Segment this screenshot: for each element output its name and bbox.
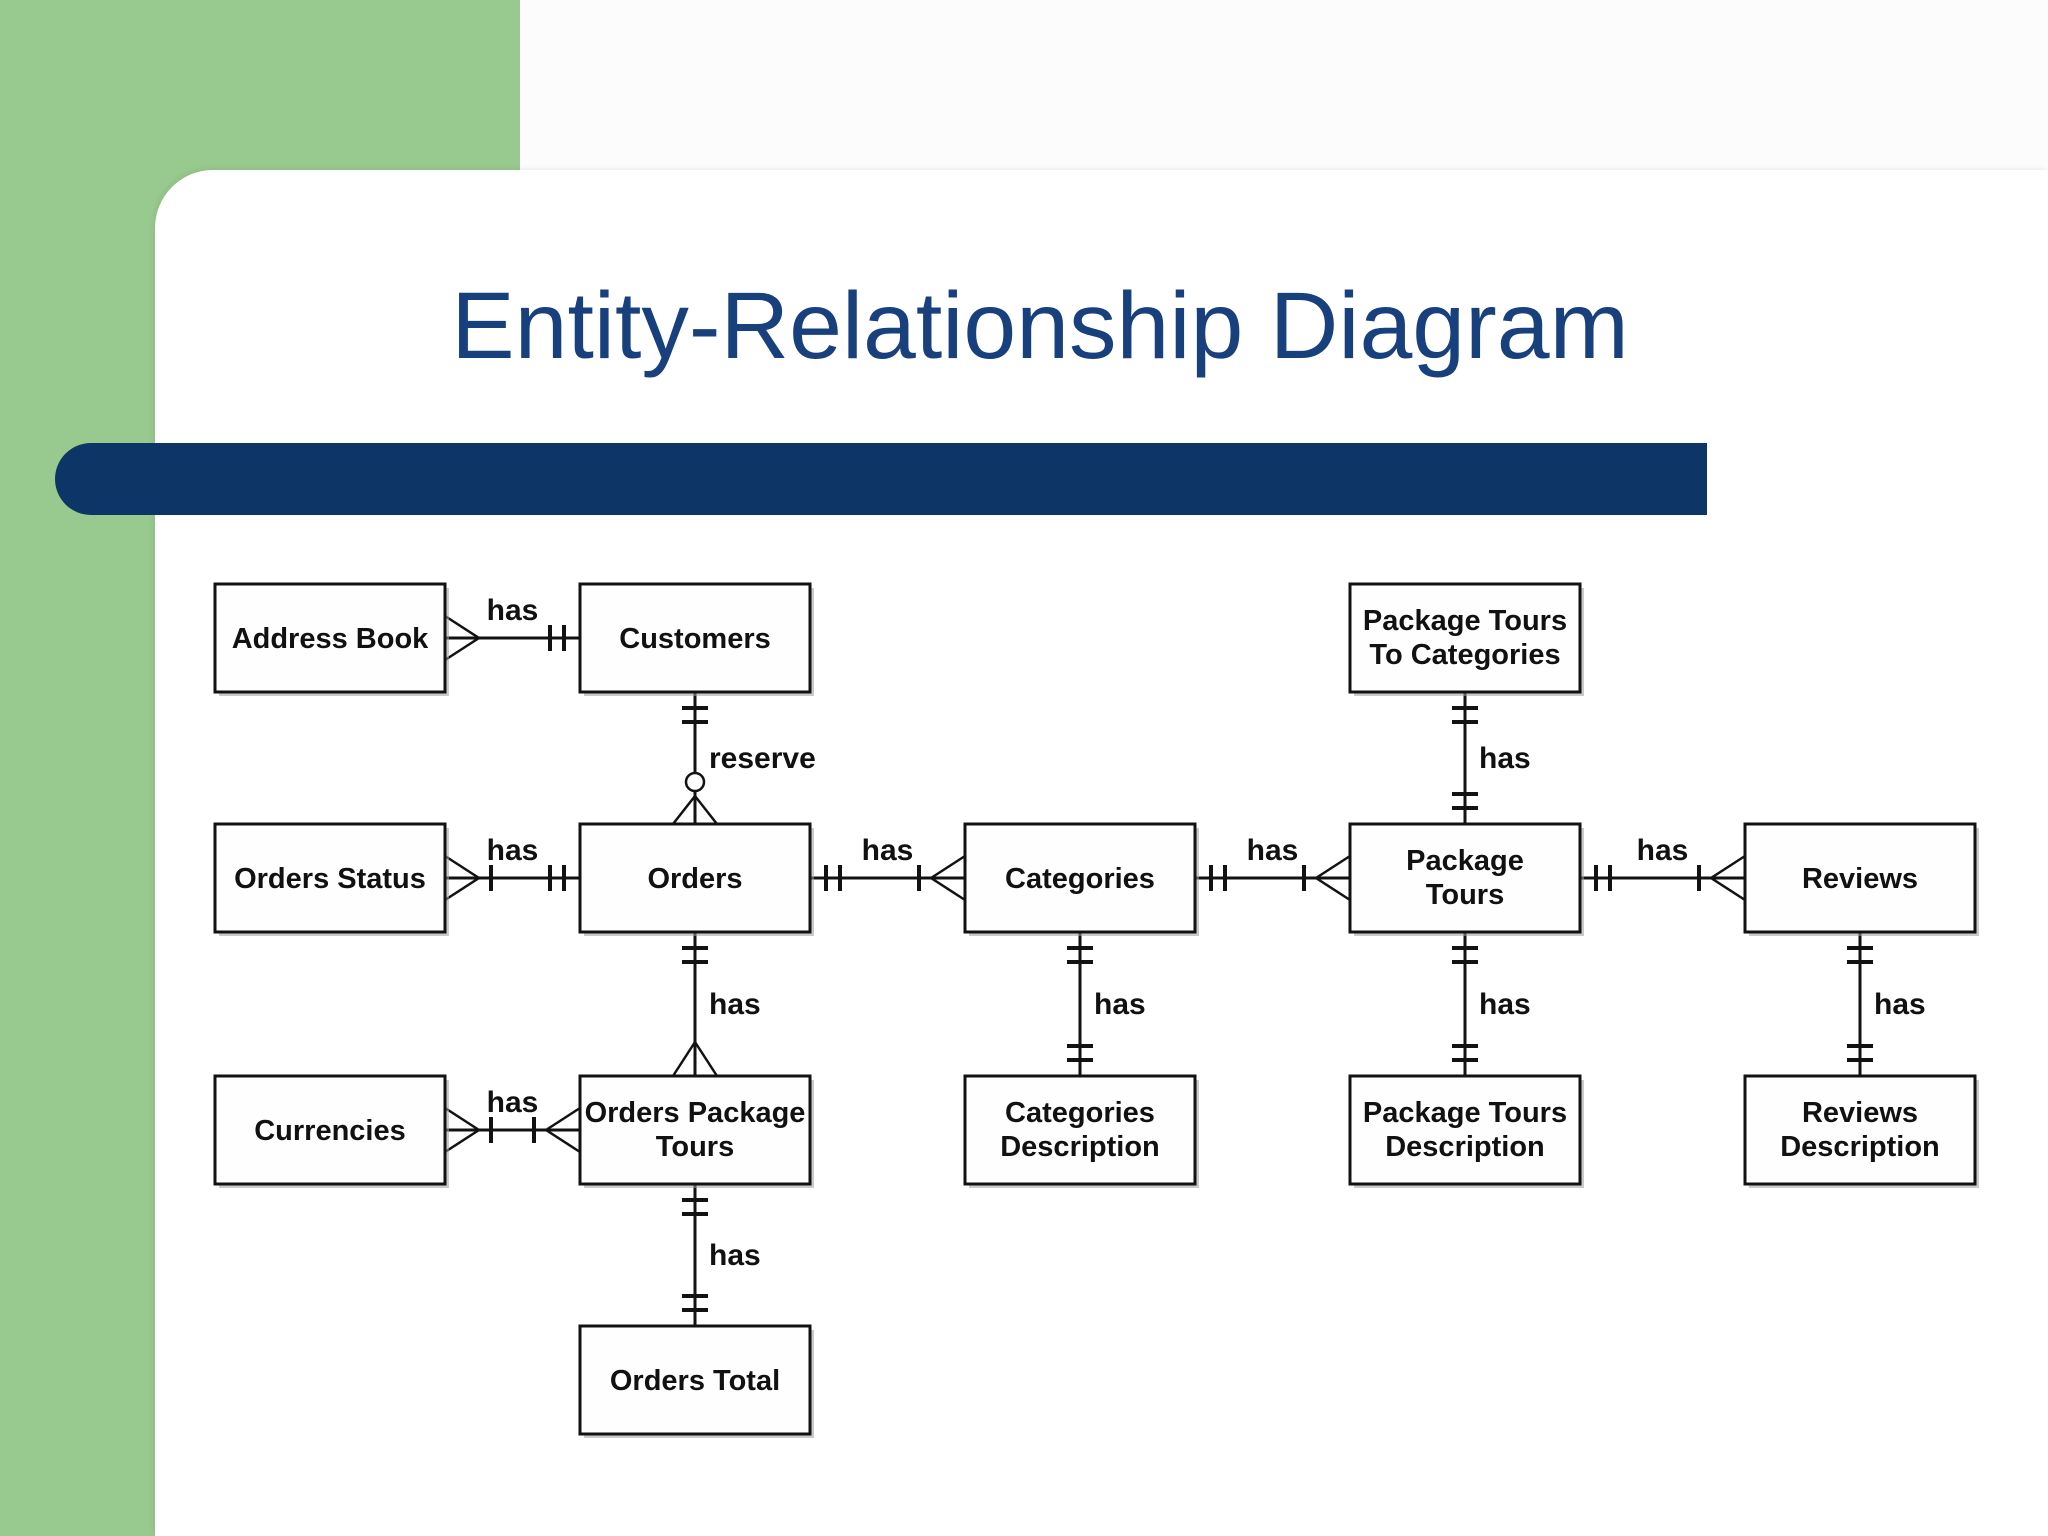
connector-orders-package-tours-orders-total: has	[682, 1184, 761, 1326]
relationship-label: has	[1479, 742, 1531, 775]
relationship-label: reserve	[709, 742, 816, 775]
connector-package-tours-to-categories-package-tours: has	[1452, 692, 1531, 824]
entity-label: Customers	[619, 623, 771, 655]
relationship-label: has	[487, 594, 539, 627]
relationship-label: has	[1247, 834, 1299, 867]
connector-orders-orders-package-tours: has	[671, 932, 761, 1077]
entity-orders-total: Orders Total	[578, 1324, 814, 1438]
entity-reviews: Reviews	[1743, 822, 1979, 936]
relationship-label: has	[862, 834, 914, 867]
slide-title: Entity-Relationship Diagram	[451, 273, 1629, 379]
title-underline-bar	[55, 443, 1707, 515]
entity-label: Categories	[1005, 863, 1155, 895]
entity-orders-status: Orders Status	[213, 822, 449, 936]
connector-categories-categories-description: has	[1067, 932, 1146, 1076]
connector-orders-status-orders: has	[444, 834, 580, 902]
connector-customers-orders: reserve	[672, 692, 816, 825]
relationship-label: has	[709, 988, 761, 1021]
entity-currencies: Currencies	[213, 1074, 449, 1188]
connector-package-tours-reviews: has	[1580, 834, 1746, 902]
entity-label: Orders Status	[234, 863, 426, 895]
relationship-label: has	[487, 1086, 539, 1119]
relationship-label: has	[1479, 988, 1531, 1021]
entity-categories: Categories	[963, 822, 1199, 936]
connector-categories-package-tours: has	[1195, 834, 1351, 902]
connector-package-tours-package-tours-description: has	[1452, 932, 1531, 1076]
entity-customers: Customers	[578, 582, 814, 696]
entity-label: Orders	[647, 863, 742, 895]
connector-currencies-orders-package-tours: has	[444, 1086, 581, 1154]
relationship-label: has	[1637, 834, 1689, 867]
entity-address-book: Address Book	[213, 582, 449, 696]
relationship-label: has	[487, 834, 539, 867]
relationship-label: has	[709, 1239, 761, 1272]
entity-label: Address Book	[232, 623, 429, 655]
entity-orders: Orders	[578, 822, 814, 936]
connector-reviews-reviews-description: has	[1847, 932, 1926, 1076]
connector-orders-categories: has	[810, 834, 966, 902]
entity-label: Orders Total	[610, 1365, 780, 1397]
connector-address-book-customers: has	[444, 594, 580, 662]
entity-label: Reviews	[1802, 863, 1918, 895]
relationship-label: has	[1874, 988, 1926, 1021]
relationship-label: has	[1094, 988, 1146, 1021]
entity-label: Currencies	[254, 1115, 406, 1147]
